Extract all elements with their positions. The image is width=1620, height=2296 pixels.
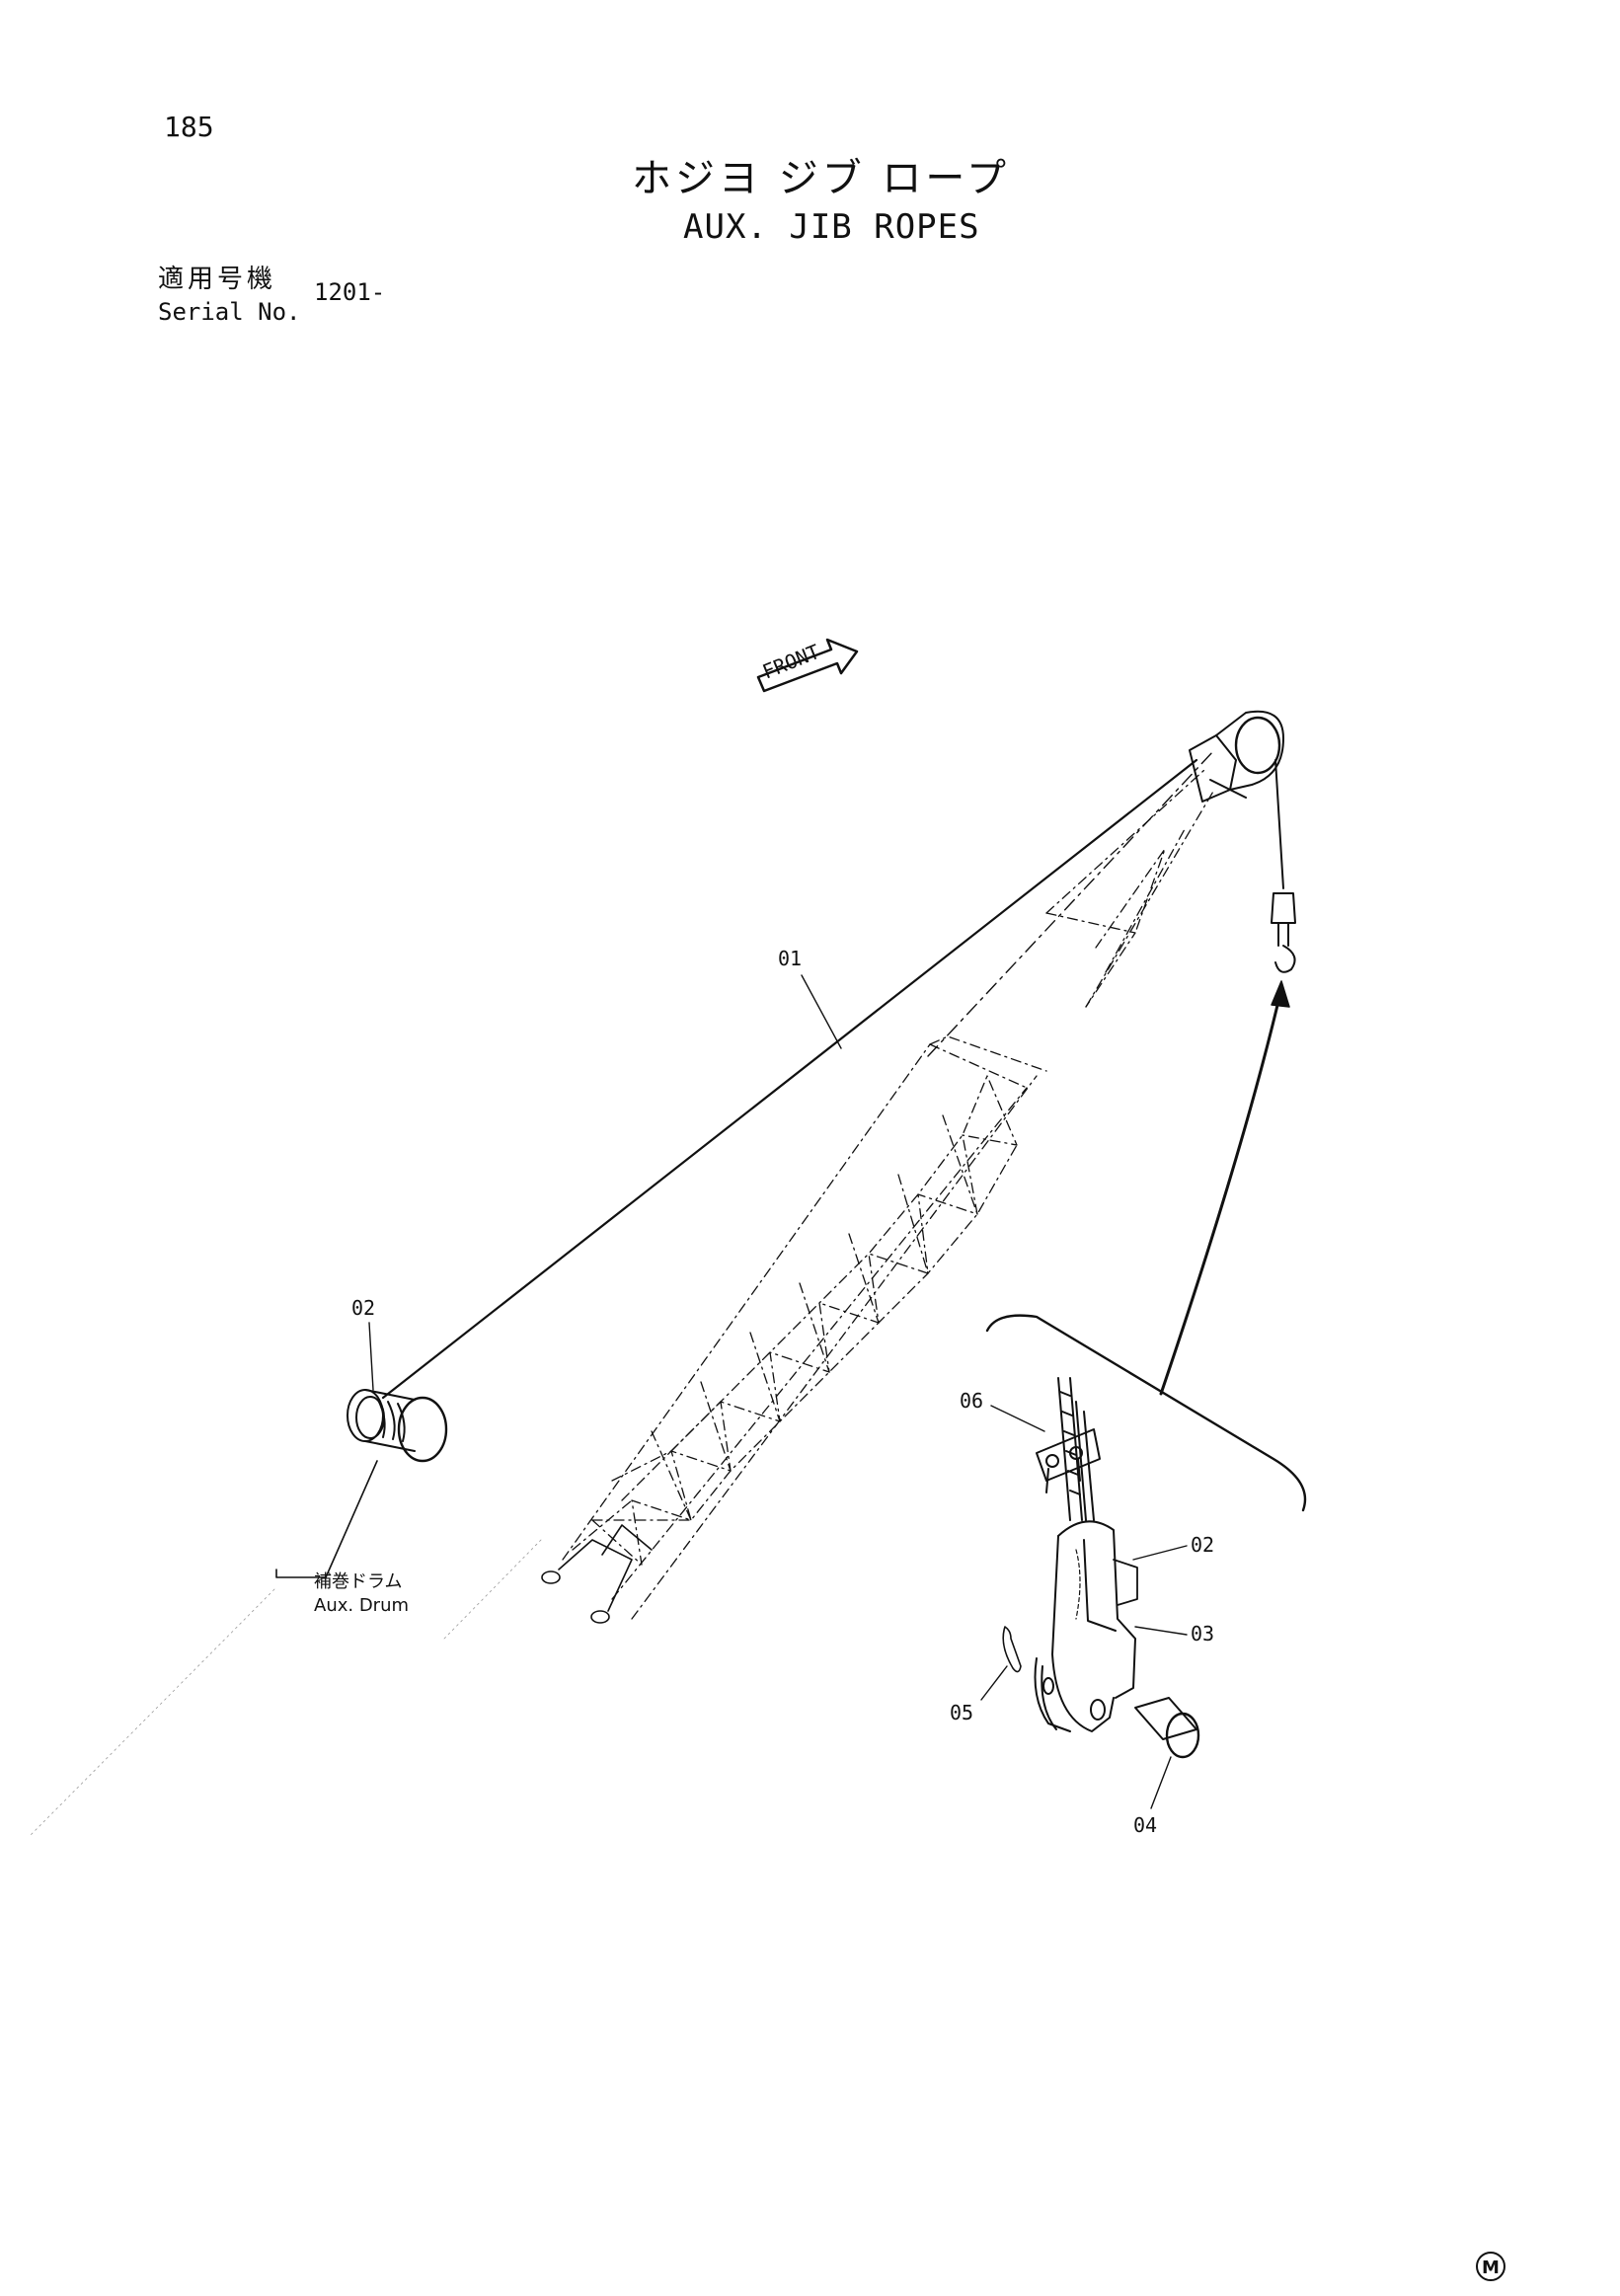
hook-block <box>1271 759 1296 973</box>
page-title-japanese: ホジヨ ジブ ロープ <box>632 156 1011 201</box>
leader-socket <box>1132 1545 1188 1561</box>
jib-foot <box>541 1524 653 1624</box>
callout-clip: 06 <box>960 1389 983 1413</box>
leader-cotter-pin <box>980 1665 1008 1701</box>
corner-m-mark: M <box>1476 2252 1505 2281</box>
rope-socket-assembly <box>1002 1377 1200 1759</box>
rope-hidden-line <box>927 749 1215 1057</box>
leader-wedge <box>1134 1626 1188 1636</box>
aux-drum-label-en: Aux. Drum <box>314 1595 409 1616</box>
serial-label-english: Serial No. <box>158 298 301 326</box>
front-label: FRONT <box>759 640 823 684</box>
leader-drum-socket <box>368 1322 374 1391</box>
jib-head-sheave <box>1189 710 1284 803</box>
callout-socket: 02 <box>1191 1533 1214 1557</box>
page-title-english: AUX. JIB ROPES <box>683 207 980 247</box>
phantom-guide-lines <box>29 1539 542 1837</box>
aux-jib-rope <box>381 758 1198 1400</box>
leader-rope <box>801 974 842 1049</box>
front-arrow-icon: FRONT <box>756 638 859 693</box>
aux-drum-label-jp: 補巻ドラム <box>314 1571 402 1592</box>
leader-clip <box>990 1405 1045 1432</box>
callout-pin: 04 <box>1133 1813 1157 1837</box>
corner-mark-letter: M <box>1482 2258 1500 2278</box>
serial-number-value: 1201- <box>314 278 386 306</box>
aux-drum <box>275 1389 448 1578</box>
serial-label-japanese: 適用号機 <box>158 265 277 294</box>
callout-cotter-pin: 05 <box>950 1701 973 1724</box>
callout-wedge: 03 <box>1191 1622 1214 1645</box>
callout-drum-socket: 02 <box>351 1296 375 1320</box>
callout-rope: 01 <box>778 947 802 970</box>
leader-pin <box>1150 1756 1172 1809</box>
detail-bracket <box>985 1314 1307 1512</box>
detail-pointer-arrow <box>1159 980 1290 1396</box>
lattice-jib <box>562 769 1215 1620</box>
page-number: 185 <box>164 111 214 143</box>
